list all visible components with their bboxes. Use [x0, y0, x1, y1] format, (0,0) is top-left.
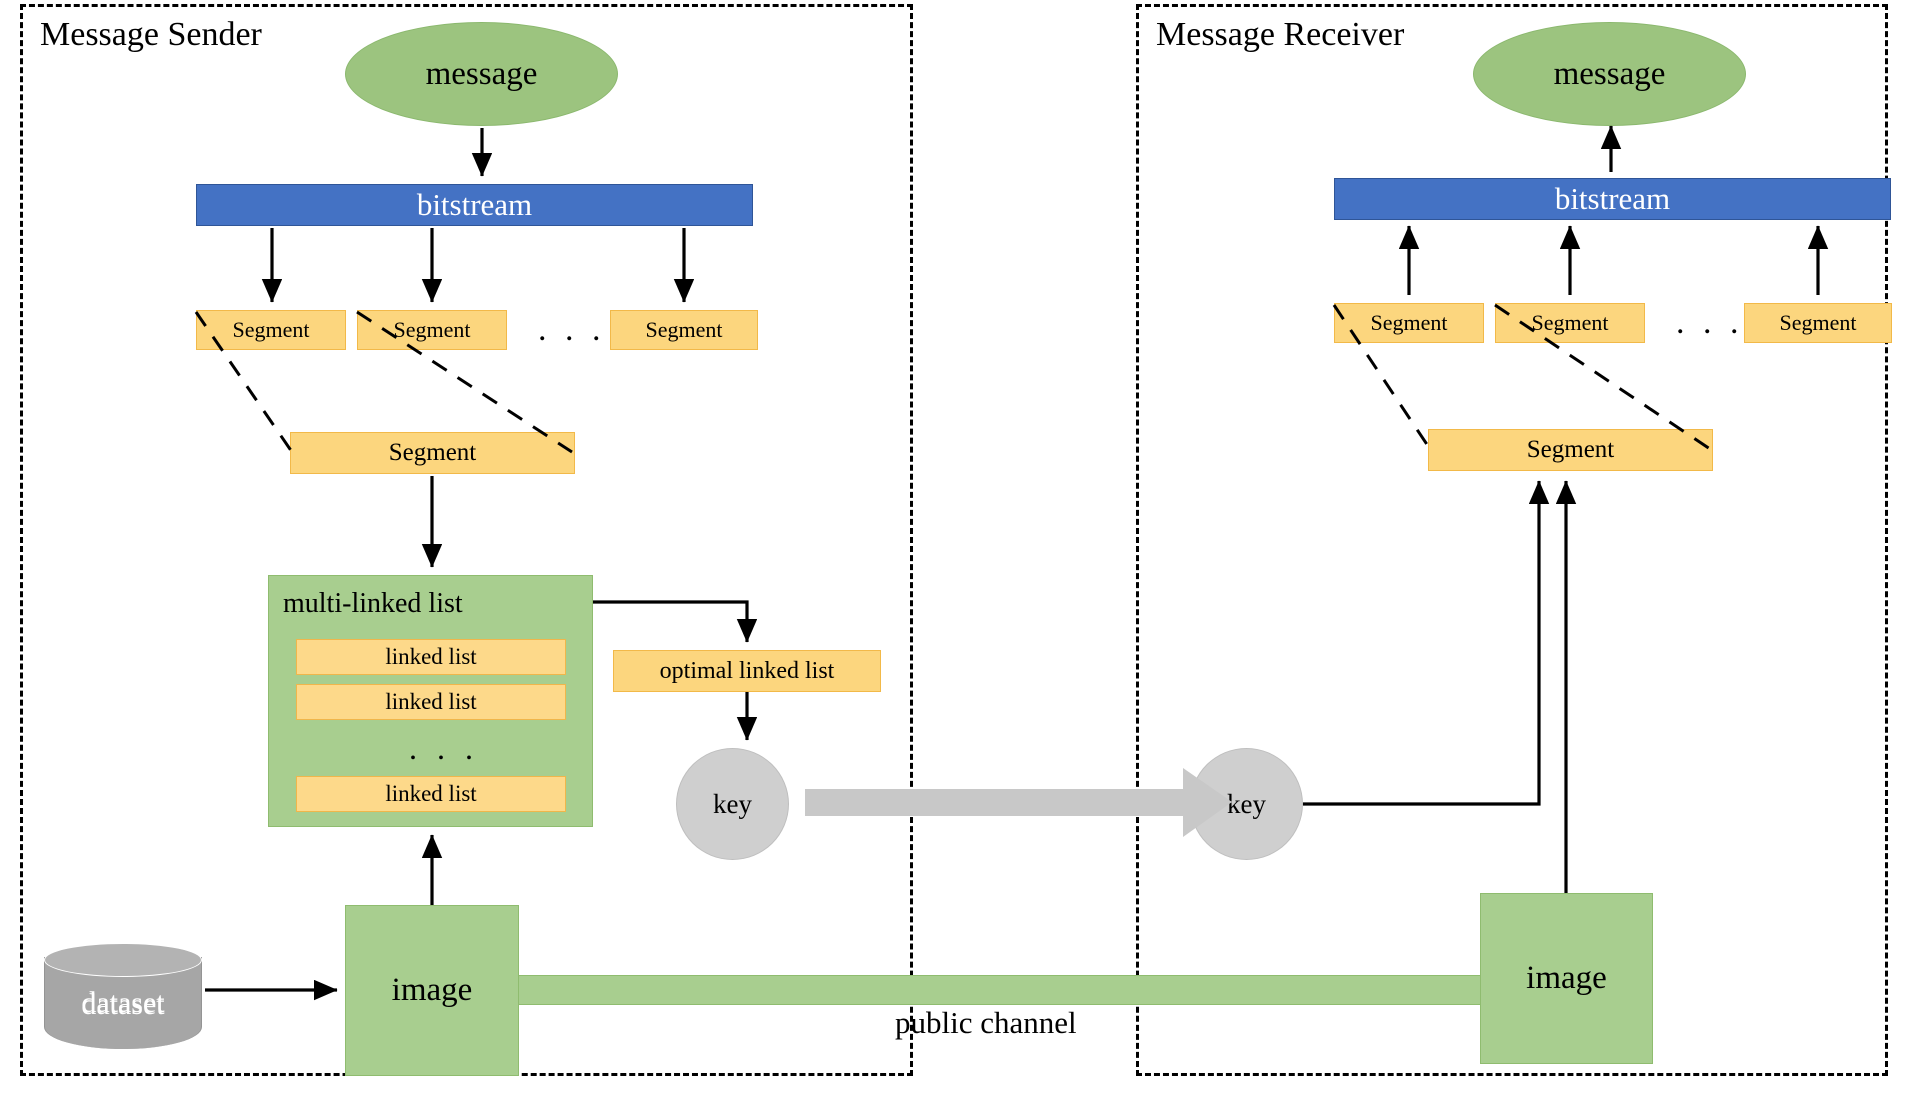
multi-linked-list-label: multi-linked list — [283, 588, 463, 619]
linked-list-item-2: linked list — [296, 684, 566, 720]
sender-segment-3: Segment — [610, 310, 758, 350]
optimal-linked-list-box: optimal linked list — [613, 650, 881, 692]
public-channel-label: public channel — [895, 1005, 1077, 1040]
dataset-label: dataset — [81, 988, 165, 1021]
sender-key-circle: key — [676, 748, 789, 860]
linked-lists-ellipsis: . . . — [409, 730, 479, 766]
sender-image-box: image — [345, 905, 519, 1076]
sender-segment-2: Segment — [357, 310, 507, 350]
dataset-cylinder: dataset dataset — [44, 943, 202, 1049]
receiver-image-box: image — [1480, 893, 1653, 1064]
sender-expanded-segment: Segment — [290, 432, 575, 474]
receiver-key-circle: key — [1190, 748, 1303, 860]
sender-segment-1: Segment — [196, 310, 346, 350]
key-transfer-pipe — [805, 789, 1183, 816]
receiver-expanded-segment: Segment — [1428, 429, 1713, 471]
receiver-segment-3: Segment — [1744, 303, 1892, 343]
sender-bitstream-bar: bitstream — [196, 184, 753, 226]
sender-segments-ellipsis: . . . — [538, 311, 606, 348]
linked-list-item-1: linked list — [296, 639, 566, 675]
receiver-bitstream-bar: bitstream — [1334, 178, 1891, 220]
dataset-cylinder-top — [44, 943, 202, 977]
sender-multi-linked-list-block: multi-linked list linked list linked lis… — [268, 575, 593, 827]
receiver-segments-ellipsis: . . . — [1676, 304, 1744, 341]
linked-list-item-3: linked list — [296, 776, 566, 812]
receiver-segment-1: Segment — [1334, 303, 1484, 343]
receiver-title: Message Receiver — [1156, 16, 1405, 53]
receiver-segment-2: Segment — [1495, 303, 1645, 343]
sender-message-ellipse: message — [345, 22, 618, 126]
image-transfer-pipe — [519, 975, 1480, 1005]
sender-title: Message Sender — [40, 16, 262, 53]
receiver-boundary-box — [1136, 4, 1888, 1076]
receiver-message-ellipse: message — [1473, 22, 1746, 126]
